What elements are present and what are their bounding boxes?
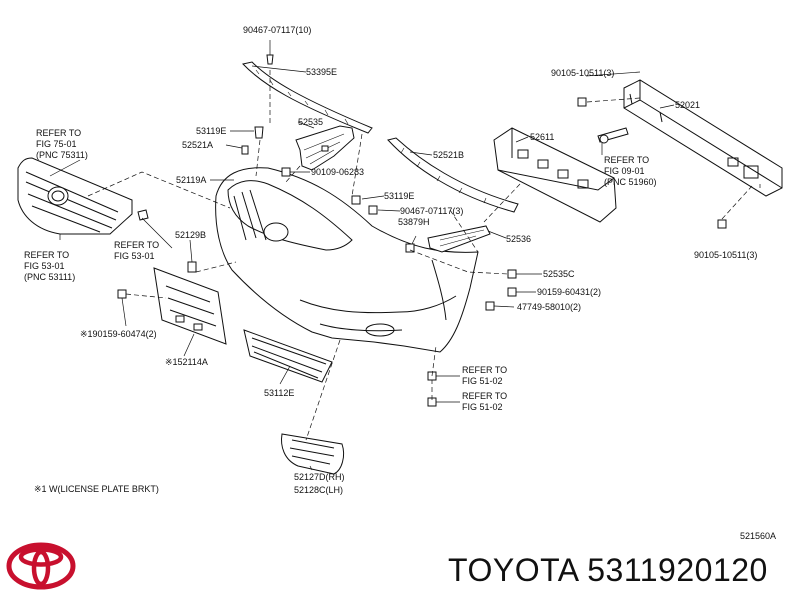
label-refer-fig53-grille: REFER TO FIG 53-01 (PNC 53111) — [24, 250, 75, 282]
label-52114a: ※152114A — [165, 357, 208, 367]
label-refer-fig53-small: REFER TO FIG 53-01 — [114, 240, 159, 261]
label-52536: 52536 — [506, 234, 531, 244]
svg-text:(PNC 53111): (PNC 53111) — [24, 272, 75, 282]
svg-text:REFER TO: REFER TO — [604, 155, 649, 165]
label-52535: 52535 — [298, 117, 323, 127]
bolt-90105-right-part — [717, 185, 753, 229]
label-52127d-52128c: 52127D(RH) 52128C(LH) — [294, 472, 345, 495]
grille-clip-part — [137, 209, 149, 221]
license-bracket-52114a-part — [153, 267, 227, 345]
retainer-52535-part — [295, 125, 355, 171]
label-52535c: 52535C — [543, 269, 575, 279]
dashed-connectors — [87, 70, 521, 441]
lower-grille-53112e-part — [243, 329, 333, 383]
svg-text:REFER TO: REFER TO — [36, 128, 81, 138]
footnote: ※1 W(LICENSE PLATE BRKT) — [34, 484, 159, 494]
label-52611: 52611 — [530, 132, 554, 142]
svg-text:FIG 51-02: FIG 51-02 — [462, 402, 503, 412]
svg-text:FIG 53-01: FIG 53-01 — [114, 251, 155, 261]
bolt-90105-top-part — [577, 97, 641, 107]
label-47749: 47749-58010(2) — [517, 302, 581, 312]
svg-text:REFER TO: REFER TO — [462, 391, 507, 401]
label-90159-right: 90159-60431(2) — [537, 287, 601, 297]
svg-text:(PNC 51960): (PNC 51960) — [604, 177, 657, 187]
svg-text:REFER TO: REFER TO — [24, 250, 69, 260]
toyota-logo-icon — [6, 542, 76, 590]
svg-text:REFER TO: REFER TO — [462, 365, 507, 375]
label-refer-fig51-b: REFER TO FIG 51-02 — [462, 391, 507, 412]
svg-text:REFER TO: REFER TO — [114, 240, 159, 250]
clip-90467-top-part — [266, 40, 274, 65]
label-53119e-b: 53119E — [384, 191, 414, 201]
label-53119e-a: 53119E — [196, 126, 226, 136]
svg-text:(PNC 75311): (PNC 75311) — [36, 150, 88, 160]
label-90105-right: 90105-10511(3) — [694, 250, 757, 260]
label-90467-top: 90467-07117(10) — [243, 25, 311, 35]
bolt-fig09-part — [597, 127, 629, 144]
label-90467-mid: 90467-07117(3) — [400, 206, 463, 216]
label-refer-fig51-a: REFER TO FIG 51-02 — [462, 365, 507, 386]
grille-part — [17, 157, 133, 235]
label-52521a: 52521A — [182, 140, 213, 150]
svg-text:FIG 75-01: FIG 75-01 — [36, 139, 77, 149]
svg-text:FIG 09-01: FIG 09-01 — [604, 166, 645, 176]
label-90159-left: ※190159-60474(2) — [80, 329, 157, 339]
retainer-52536-part — [427, 225, 491, 253]
label-90105-top: 90105-10511(3) — [551, 68, 614, 78]
label-refer-fig75: REFER TO FIG 75-01 (PNC 75311) — [36, 128, 88, 160]
label-52129b: 52129B — [175, 230, 206, 240]
fog-cover-part — [281, 433, 345, 475]
label-refer-fig09: REFER TO FIG 09-01 (PNC 51960) — [604, 155, 657, 187]
label-53112e: 53112E — [264, 388, 294, 398]
retainer-53395e-part — [242, 61, 373, 134]
label-52119a: 52119A — [176, 175, 206, 185]
label-53879h: 53879H — [398, 217, 430, 227]
diagram-ref-code: 521560A — [740, 531, 777, 541]
label-52521b: 52521B — [433, 150, 464, 160]
svg-text:FIG 53-01: FIG 53-01 — [24, 261, 65, 271]
svg-text:52127D(RH): 52127D(RH) — [294, 472, 345, 482]
svg-text:FIG 51-02: FIG 51-02 — [462, 376, 503, 386]
label-52021: 52021 — [675, 100, 700, 110]
label-53395e: 53395E — [306, 67, 337, 77]
part-number-title: TOYOTA 5311920120 — [448, 552, 768, 588]
reinforcement-52021-part — [623, 79, 783, 197]
support-52521b-part — [387, 137, 519, 213]
svg-text:52128C(LH): 52128C(LH) — [294, 485, 343, 495]
plug-52129b-part — [187, 261, 197, 273]
leader-lines — [49, 65, 761, 471]
bumper-cover-52119a-part — [215, 167, 479, 353]
absorber-52611-part — [493, 127, 617, 223]
label-90109: 90109-06283 — [311, 167, 364, 177]
